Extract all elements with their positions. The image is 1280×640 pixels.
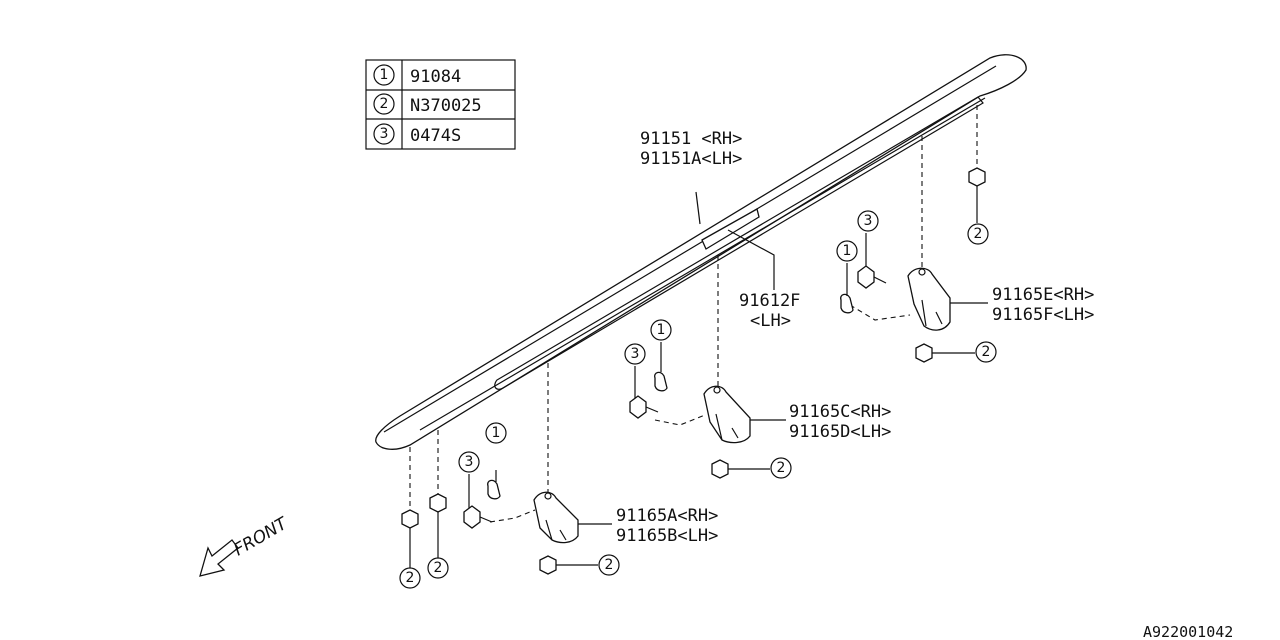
callout-circle: [836, 240, 858, 262]
nut-icon: [401, 167, 986, 575]
emblem: [701, 208, 760, 250]
front-arrow-icon: [199, 539, 239, 577]
bracket-d-label: 91165D<LH>: [789, 422, 891, 442]
rail-rh-label: 91151 <RH>: [640, 129, 742, 149]
callout-ref: 3: [864, 213, 873, 229]
callout-circle: [485, 422, 507, 444]
mounting-lines: [409, 105, 978, 568]
callout-ref: 3: [631, 346, 640, 362]
roof-rail: [375, 54, 1027, 450]
bracket-cd: [703, 385, 751, 444]
callout-circle: [967, 223, 989, 245]
callout-circle: [458, 451, 480, 473]
leader-lines: [578, 302, 988, 525]
bracket-f-label: 91165F<LH>: [992, 305, 1094, 325]
legend-ref-circle: [373, 93, 395, 115]
clip-icon: [487, 263, 854, 500]
callouts: 1 3 1 3 1 3 2 2 2 2 2 2: [399, 210, 997, 589]
callout-ref: 1: [492, 425, 501, 441]
legend-ref-circle: [373, 64, 395, 86]
callout-ref: 2: [605, 557, 614, 573]
bracket-ab: [533, 491, 579, 544]
screw-icon: [463, 233, 887, 529]
legend-table: 1 91084 2 N370025 3 0474S: [365, 59, 516, 150]
bracket-ef: [907, 267, 951, 331]
legend-part: 0474S: [410, 126, 461, 146]
bracket-a-label: 91165A<RH>: [616, 506, 718, 526]
callout-ref: 2: [434, 560, 443, 576]
callout-ref: 2: [777, 460, 786, 476]
front-label: FRONT: [231, 513, 293, 560]
legend-part: 91084: [410, 67, 461, 87]
bracket-c-label: 91165C<RH>: [789, 402, 891, 422]
callout-ref: 2: [974, 226, 983, 242]
callout-circle: [857, 210, 879, 232]
bracket-e-label: 91165E<RH>: [992, 285, 1094, 305]
front-indicator: FRONT: [199, 513, 293, 577]
callout-circle: [427, 557, 449, 579]
callout-ref: 1: [657, 322, 666, 338]
part-labels: 91151 <RH> 91151A<LH> 91612F <LH> 91165A…: [616, 129, 1094, 546]
legend-part: N370025: [410, 96, 482, 116]
legend-ref-circle: [373, 123, 395, 145]
legend-ref: 1: [380, 67, 389, 83]
callout-circle: [624, 343, 646, 365]
diagram-code: A922001042: [1143, 623, 1233, 640]
callout-circle: [598, 554, 620, 576]
bracket-b-label: 91165B<LH>: [616, 526, 718, 546]
callout-circle: [975, 341, 997, 363]
callout-circle: [399, 567, 421, 589]
rail-lh-label: 91151A<LH>: [640, 149, 742, 169]
legend-ref: 2: [380, 96, 389, 112]
callout-ref: 3: [465, 454, 474, 470]
callout-ref: 1: [843, 243, 852, 259]
emblem-label: 91612F: [739, 291, 800, 311]
callout-ref: 2: [406, 570, 415, 586]
callout-circle: [650, 319, 672, 341]
callout-ref: 2: [982, 344, 991, 360]
emblem-side-label: <LH>: [750, 311, 791, 331]
legend-ref: 3: [380, 126, 389, 142]
callout-circle: [770, 457, 792, 479]
